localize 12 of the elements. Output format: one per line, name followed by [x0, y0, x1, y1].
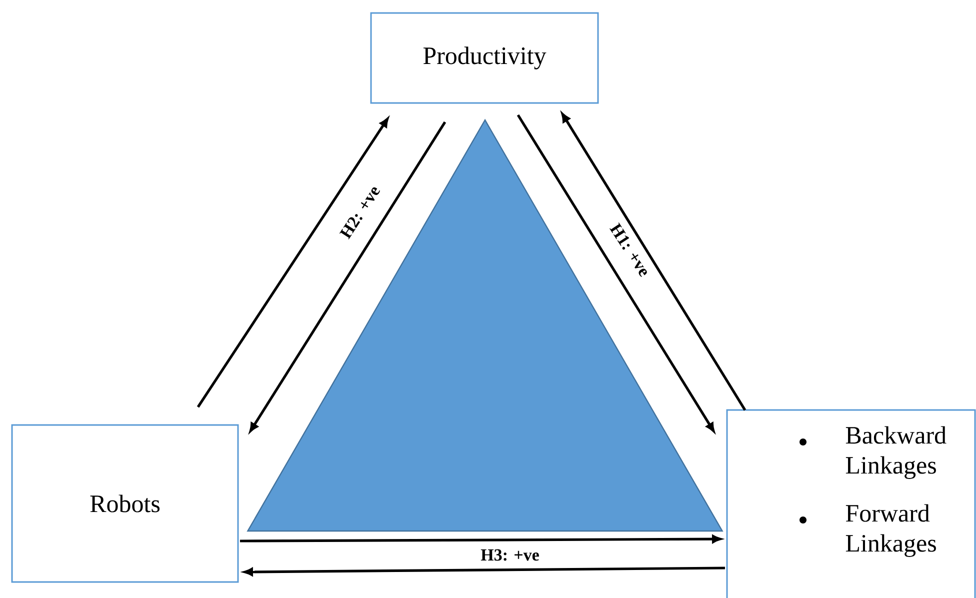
edge-label: H2: +ve	[338, 182, 382, 242]
bullet-text: Forward Linkages	[846, 504, 936, 557]
arrow	[516, 114, 715, 432]
arrow	[561, 113, 746, 411]
edge-label: H3: +ve	[480, 548, 540, 562]
arrow	[250, 121, 446, 432]
bullet-text: Backward Linkages	[846, 426, 946, 479]
text-box: Robots	[11, 424, 239, 583]
list-box	[726, 409, 976, 598]
arrow	[196, 118, 388, 408]
edge-label: H1: +ve	[608, 220, 652, 280]
text-box: Productivity	[370, 12, 599, 104]
